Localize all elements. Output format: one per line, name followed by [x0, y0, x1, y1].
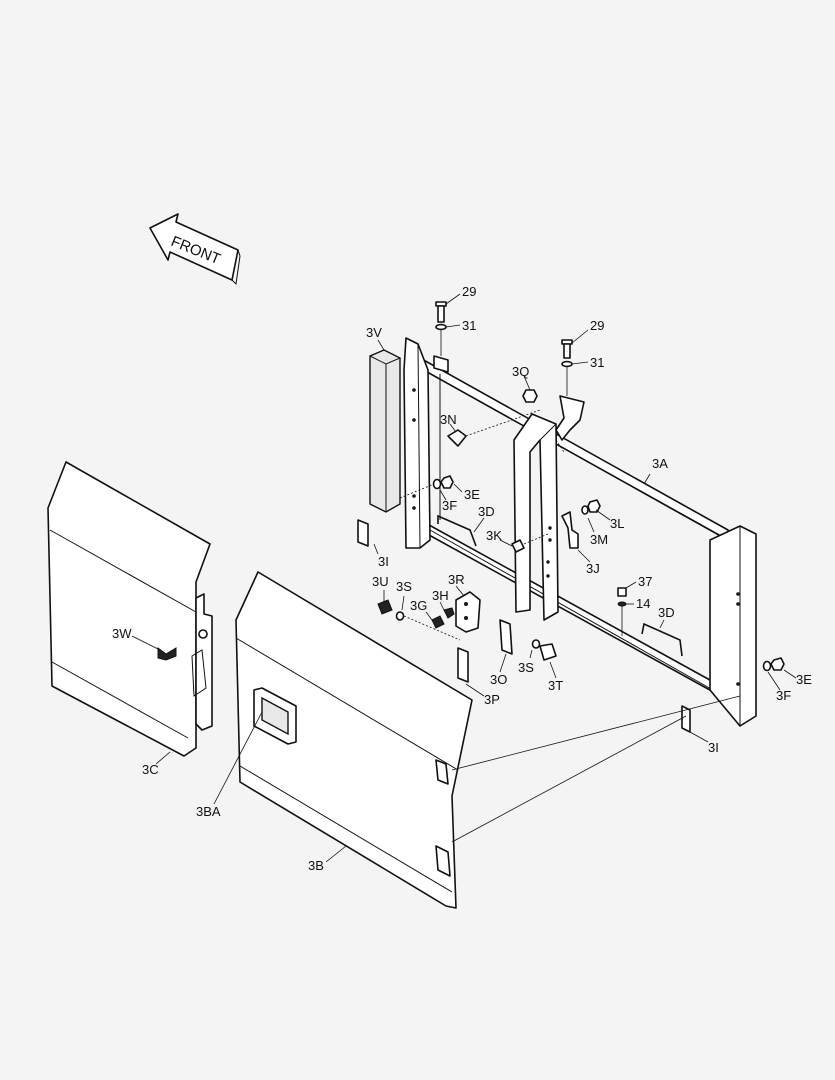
plug-3N: [447, 409, 541, 447]
part-labels: 29 31 29 31 3V 3Q 3N 3A 3F 3E 3D 3L 3K 3…: [112, 284, 812, 873]
label-31-right: 31: [590, 355, 604, 370]
door-3B: [235, 571, 741, 909]
washer-3S-left: [395, 611, 405, 621]
nut-3E-right: [770, 657, 785, 671]
label-3M: 3M: [590, 532, 608, 547]
wing-nut-3W: [157, 647, 177, 661]
washer-3F-right: [762, 660, 772, 672]
bracket-3R: [455, 591, 481, 633]
bolt-3K: [511, 539, 525, 553]
label-3T: 3T: [548, 678, 563, 693]
label-3I-right: 3I: [708, 740, 719, 755]
label-3A: 3A: [652, 456, 668, 471]
label-3E-right: 3E: [796, 672, 812, 687]
hinge-lower: [435, 845, 451, 877]
label-3S-left: 3S: [396, 579, 412, 594]
bolt-3T: [539, 643, 557, 661]
bracket-3J: [561, 511, 579, 549]
label-3I-left: 3I: [378, 554, 389, 569]
label-3R: 3R: [448, 572, 465, 587]
front-direction-arrow: FRONT: [149, 213, 241, 286]
label-3F-right: 3F: [776, 688, 791, 703]
washer-14: [617, 601, 627, 607]
washer-3M: [581, 505, 589, 515]
stiffener-3V: [369, 349, 401, 513]
label-3G: 3G: [410, 598, 427, 613]
bolt-37: [617, 587, 627, 597]
label-3D-left: 3D: [478, 504, 495, 519]
label-37: 37: [638, 574, 652, 589]
door-3C: [47, 461, 213, 757]
label-3V: 3V: [366, 325, 382, 340]
hinge-upper: [435, 759, 449, 785]
left-post: [403, 337, 431, 549]
plate-3I-left: [357, 519, 369, 547]
handle-3D-left: [437, 514, 477, 547]
label-14: 14: [636, 596, 650, 611]
left-top-bracket: [433, 355, 449, 373]
label-3B: 3B: [308, 858, 324, 873]
label-3J: 3J: [586, 561, 600, 576]
latch-handle-3BA: [253, 687, 297, 745]
handle-3D-right: [641, 622, 683, 657]
label-3H: 3H: [432, 588, 449, 603]
nut-3Q: [522, 389, 538, 403]
leader-lines: [131, 293, 797, 863]
nut-3H: [443, 607, 455, 619]
label-29-right: 29: [590, 318, 604, 333]
label-3K: 3K: [486, 528, 502, 543]
label-3D-right: 3D: [658, 605, 675, 620]
label-3L: 3L: [610, 516, 624, 531]
bolt-3G: [431, 615, 445, 629]
nut-3L: [587, 499, 601, 513]
label-3W: 3W: [112, 626, 132, 641]
label-3O: 3O: [490, 672, 507, 687]
bolt-3U: [377, 599, 393, 615]
washer-3S-right: [531, 639, 541, 649]
right-top-bracket: [555, 395, 585, 441]
label-3N: 3N: [440, 412, 457, 427]
label-3BA: 3BA: [196, 804, 221, 819]
label-29-left: 29: [462, 284, 476, 299]
label-3F-left: 3F: [442, 498, 457, 513]
label-3S-right: 3S: [518, 660, 534, 675]
label-31-left: 31: [462, 318, 476, 333]
bolt-29-left: [435, 301, 447, 356]
label-3U: 3U: [372, 574, 389, 589]
label-3Q: 3Q: [512, 364, 529, 379]
plate-3O: [499, 619, 513, 655]
nut-3E-left: [440, 475, 454, 489]
bolt-29-right: [561, 339, 573, 396]
label-3P: 3P: [484, 692, 500, 707]
washer-3F-left: [432, 478, 442, 490]
plate-3P: [457, 647, 469, 683]
label-3E-left: 3E: [464, 487, 480, 502]
right-post: [709, 525, 757, 727]
label-3C: 3C: [142, 762, 159, 777]
middle-post: [513, 413, 559, 621]
